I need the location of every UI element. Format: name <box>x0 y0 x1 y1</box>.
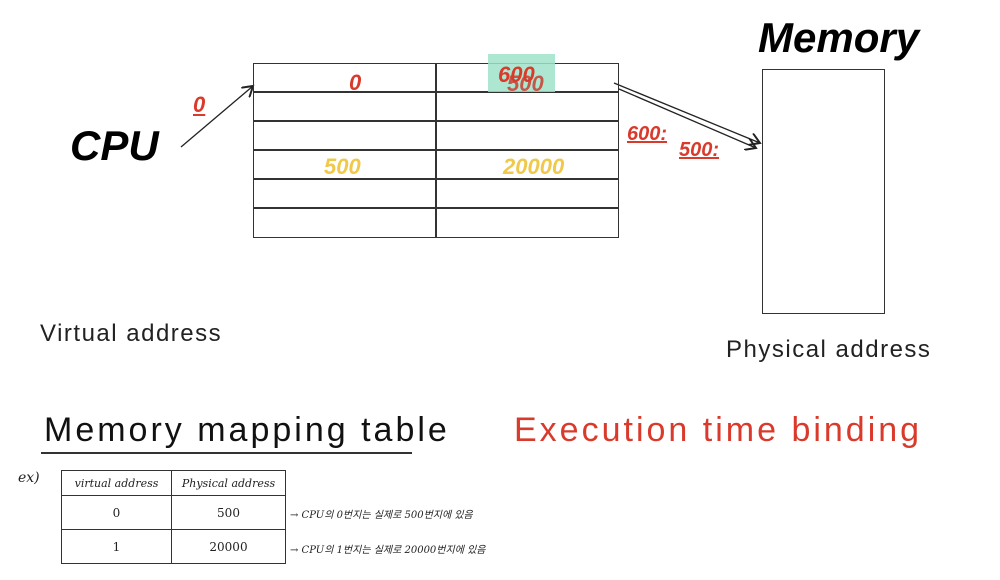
mapping-note: → CPU의 0번지는 실제로 500번지에 있음 <box>290 510 473 521</box>
virtual-cell: 0 <box>61 495 172 530</box>
table-row: 1 20000 <box>61 529 286 564</box>
left-cell <box>253 63 436 92</box>
physical-memory-box <box>762 69 885 314</box>
arrow-label-600: 600: <box>627 123 668 145</box>
table-row: 0 500 <box>61 495 286 530</box>
physical-cell: 500 <box>171 495 286 530</box>
mapping-example-table: virtual address Physical address 0 500 1… <box>61 470 286 564</box>
table-to-memory-arrow-2 <box>618 88 756 148</box>
example-prefix: ex) <box>18 470 40 486</box>
left-cell <box>253 208 436 238</box>
virtual-address-label: Virtual address <box>40 320 223 347</box>
left-cell <box>253 179 436 208</box>
left-cell <box>253 121 436 150</box>
right-cell <box>436 208 619 238</box>
left-cell <box>253 92 436 121</box>
memory-mapping-table-title: Memory mapping table <box>44 411 450 449</box>
memory-label: Memory <box>758 14 920 61</box>
right-cell <box>436 150 619 179</box>
right-cell <box>436 179 619 208</box>
relocation-highlight <box>488 54 555 92</box>
table-to-memory-arrow-1 <box>613 82 760 143</box>
physical-cell: 20000 <box>171 529 286 564</box>
table-value-overwritten: 500 <box>507 71 544 96</box>
table-value-right-0: 600 <box>498 62 535 87</box>
cpu-offset-label: 0 <box>193 92 206 117</box>
table-value-left-0: 0 <box>349 70 362 95</box>
cpu-label: CPU <box>70 122 159 169</box>
mapping-note: → CPU의 1번지는 실제로 20000번지에 있음 <box>290 545 486 556</box>
left-cell <box>253 150 436 179</box>
right-cell <box>436 121 619 150</box>
title-underline <box>41 452 412 454</box>
table-value-left-3: 500 <box>324 154 361 179</box>
column-header: virtual address <box>61 470 172 496</box>
physical-address-label: Physical address <box>726 336 932 363</box>
column-header: Physical address <box>171 470 286 496</box>
arrow-label-500: 500: <box>679 139 720 161</box>
virtual-cell: 1 <box>61 529 172 564</box>
cpu-to-table-arrow <box>180 86 253 148</box>
table-header-row: virtual address Physical address <box>61 470 286 496</box>
execution-time-binding-title: Execution time binding <box>514 411 923 449</box>
table-value-right-3: 20000 <box>503 154 565 179</box>
right-cell <box>436 92 619 121</box>
